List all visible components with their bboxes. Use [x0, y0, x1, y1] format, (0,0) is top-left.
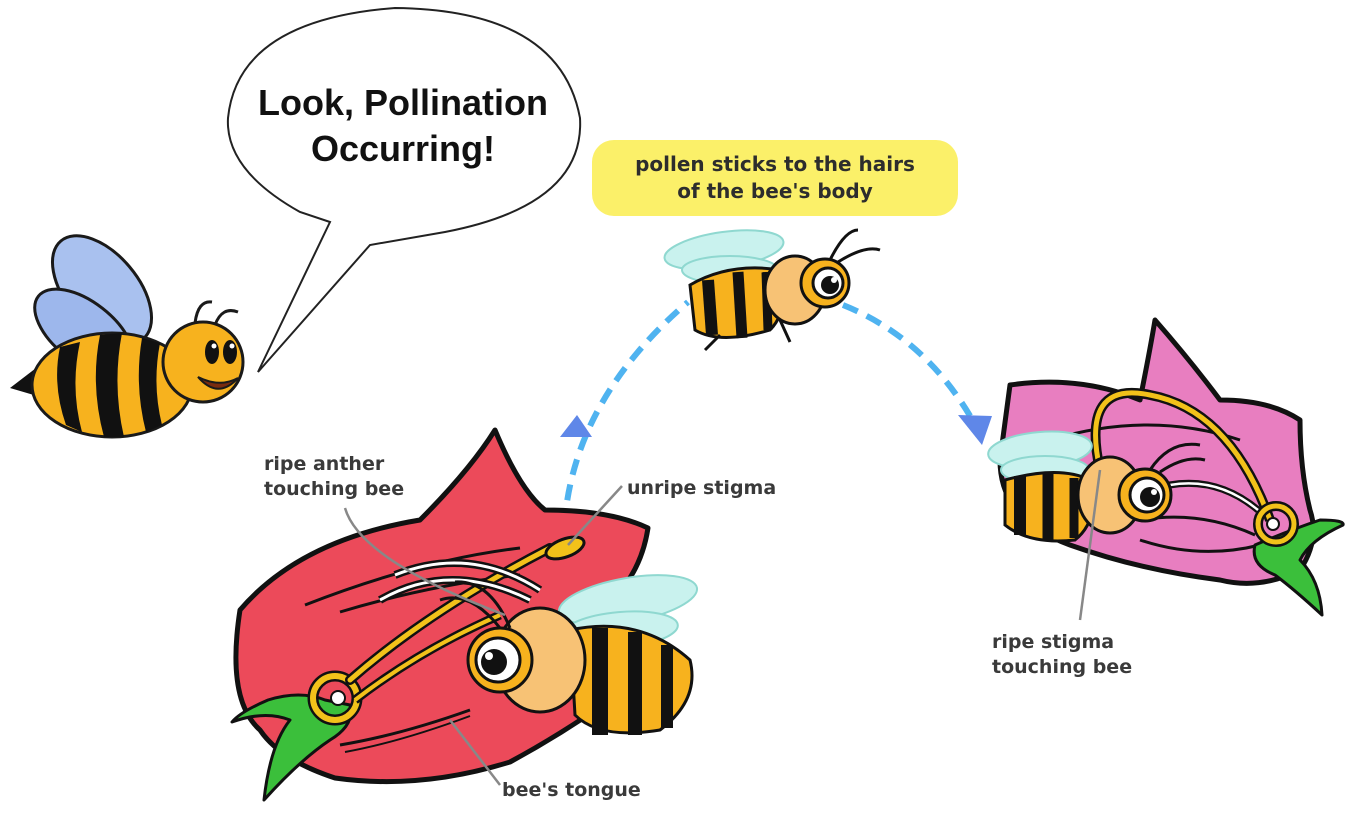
- label-ripe-stigma-line1: ripe stigma: [992, 630, 1132, 655]
- label-ripe-stigma-line2: touching bee: [992, 655, 1132, 680]
- caption-line2: of the bee's body: [592, 178, 958, 205]
- caption-line1: pollen sticks to the hairs: [592, 151, 958, 178]
- flying-bee-icon: [662, 224, 880, 350]
- speech-bubble-text: Look, Pollination Occurring!: [238, 80, 568, 172]
- label-ripe-anther-line2: touching bee: [264, 477, 404, 502]
- label-bees-tongue: bee's tongue: [502, 778, 641, 803]
- label-unripe-stigma: unripe stigma: [627, 476, 776, 501]
- speech-bubble-line1: Look, Pollination: [238, 80, 568, 126]
- label-ripe-anther: ripe anther touching bee: [264, 452, 404, 502]
- label-ripe-anther-line1: ripe anther: [264, 452, 404, 477]
- speech-bubble-line2: Occurring!: [238, 126, 568, 172]
- label-ripe-stigma: ripe stigma touching bee: [992, 630, 1132, 680]
- cartoon-bee-icon: [10, 218, 243, 437]
- speech-bubble: [228, 8, 580, 372]
- caption-text: pollen sticks to the hairs of the bee's …: [592, 151, 958, 205]
